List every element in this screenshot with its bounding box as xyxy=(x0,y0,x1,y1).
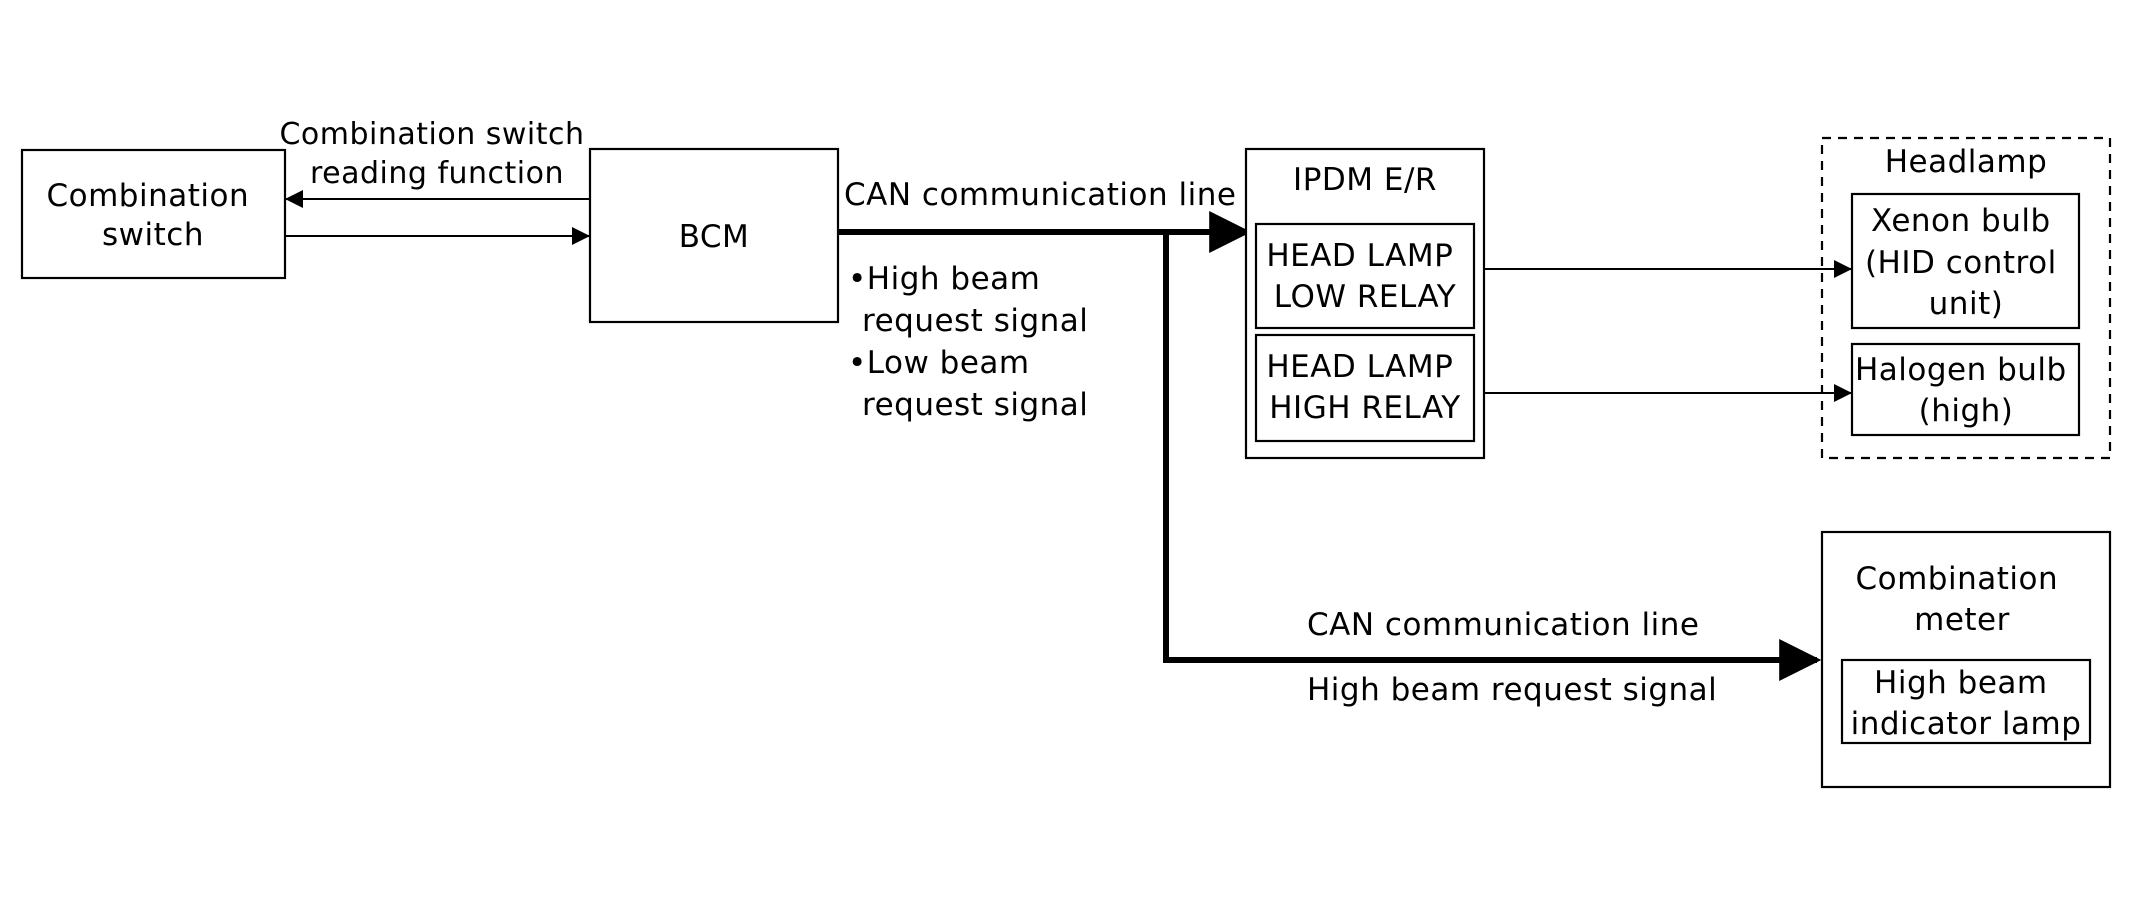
can-line-label-top: CAN communication line xyxy=(844,177,1236,213)
head-lamp-low-relay-box xyxy=(1254,222,1476,330)
head-lamp-high-relay-label: HEAD LAMP HIGH RELAY xyxy=(1266,349,1463,426)
high-beam-indicator-box xyxy=(1840,658,2092,745)
bcm-signal-list: •High beam request signal •Low beam requ… xyxy=(848,261,1099,423)
reading-function-label: Combination switch reading function xyxy=(279,117,594,191)
headlamp-group xyxy=(1820,136,2112,460)
bcm-label: BCM xyxy=(679,219,750,255)
xenon-bulb-box xyxy=(1850,192,2081,330)
bcm-box xyxy=(588,147,840,324)
can-line-to-meter xyxy=(1163,232,1822,681)
halogen-bulb-box xyxy=(1850,342,2081,437)
combination-switch-label: Combination switch xyxy=(47,178,260,253)
combination-meter-label: Combination meter xyxy=(1856,561,2069,638)
headlamp-label: Headlamp xyxy=(1885,144,2048,180)
halogen-bulb-label: Halogen bulb (high) xyxy=(1855,352,2077,429)
head-lamp-low-relay-label: HEAD LAMP LOW RELAY xyxy=(1266,238,1463,315)
xenon-bulb-label: Xenon bulb (HID control unit) xyxy=(1865,203,2067,322)
ipdm-er-label: IPDM E/R xyxy=(1293,162,1437,198)
high-beam-indicator-label: High beam indicator lamp xyxy=(1851,665,2082,742)
combination-switch-box xyxy=(20,148,287,280)
head-lamp-high-relay-box xyxy=(1254,333,1476,443)
can-line-label-bottom: CAN communication line xyxy=(1307,607,1699,643)
meter-signal-label: High beam request signal xyxy=(1307,672,1717,708)
